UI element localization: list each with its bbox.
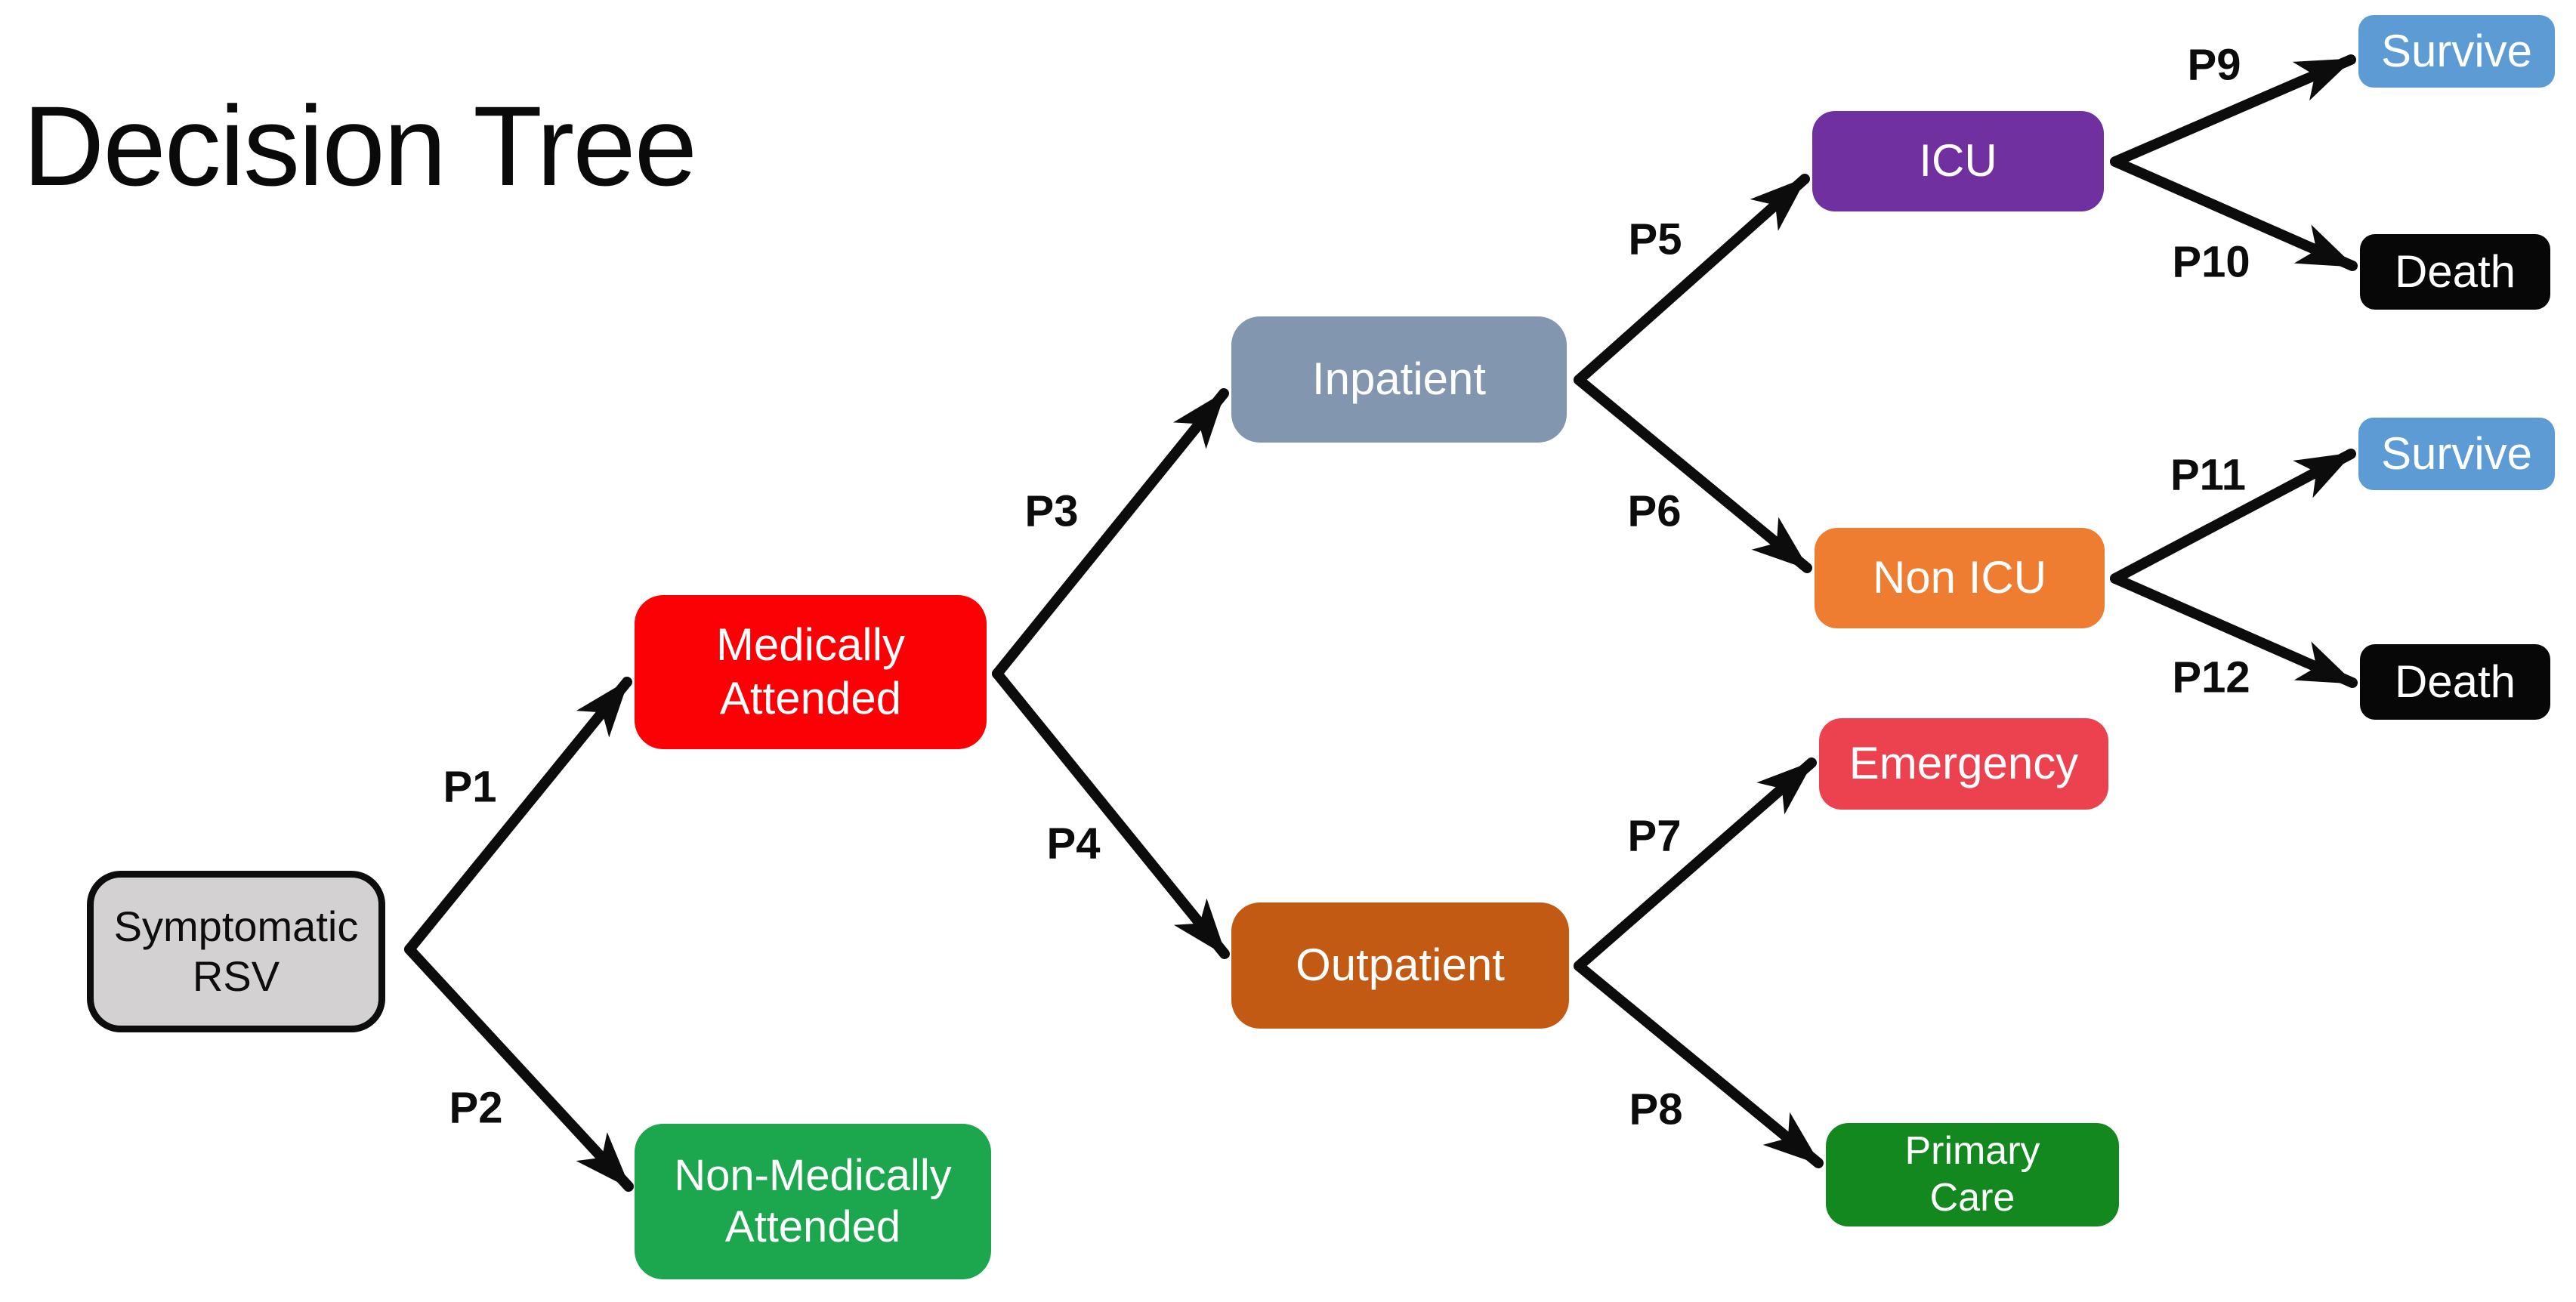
edge-label-p11: P11 xyxy=(2170,450,2246,500)
edge-icu-to-survive-icu xyxy=(2110,54,2356,167)
edge-non-icu-to-survive-non-icu xyxy=(2110,449,2356,584)
edge-label-p8: P8 xyxy=(1629,1084,1683,1134)
edge-label-p5: P5 xyxy=(1628,214,1682,264)
edge-label-p3: P3 xyxy=(1024,486,1079,536)
edge-icu-to-death-icu xyxy=(2110,156,2358,271)
edge-symptomatic-rsv-to-medically-attended xyxy=(404,677,632,955)
edge-label-p4: P4 xyxy=(1046,819,1101,869)
edge-medically-attended-to-inpatient xyxy=(992,388,1229,679)
edge-label-p7: P7 xyxy=(1627,811,1682,861)
node-non-medically-attended: Non-Medically Attended xyxy=(635,1124,991,1279)
node-outpatient: Outpatient xyxy=(1231,902,1569,1029)
edge-label-p12: P12 xyxy=(2172,653,2250,702)
edge-label-p6: P6 xyxy=(1627,486,1682,536)
edge-label-p2: P2 xyxy=(449,1083,503,1133)
node-survive-icu: Survive xyxy=(2358,15,2555,88)
edge-label-p10: P10 xyxy=(2172,237,2250,287)
page-title: Decision Tree xyxy=(23,82,697,209)
edge-outpatient-to-emergency xyxy=(1574,757,1817,971)
edge-inpatient-to-non-icu xyxy=(1574,375,1812,573)
edge-label-p9: P9 xyxy=(2187,40,2241,90)
node-medically-attended: Medically Attended xyxy=(635,595,987,749)
node-inpatient: Inpatient xyxy=(1231,316,1567,443)
edge-outpatient-to-primary-care xyxy=(1574,961,1824,1168)
node-primary-care: Primary Care xyxy=(1826,1123,2119,1226)
node-non-icu: Non ICU xyxy=(1815,528,2105,628)
node-icu: ICU xyxy=(1812,111,2104,211)
node-emergency: Emergency xyxy=(1819,718,2108,810)
node-symptomatic-rsv: Symptomatic RSV xyxy=(87,871,385,1032)
edge-medically-attended-to-outpatient xyxy=(992,668,1230,959)
edge-symptomatic-rsv-to-non-medically-attended xyxy=(404,944,634,1192)
node-death-icu: Death xyxy=(2360,234,2550,310)
edge-label-p1: P1 xyxy=(443,762,497,812)
node-death-non-icu: Death xyxy=(2360,644,2550,720)
edge-inpatient-to-icu xyxy=(1574,174,1810,385)
edge-non-icu-to-death-non-icu xyxy=(2110,573,2358,688)
node-survive-non-icu: Survive xyxy=(2358,418,2555,490)
